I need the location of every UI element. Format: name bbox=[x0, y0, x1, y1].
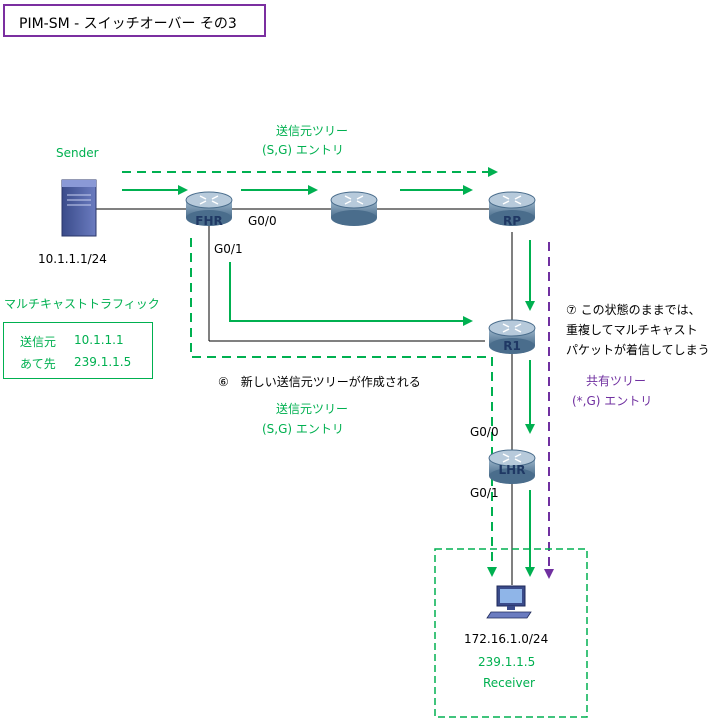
router-label-r1: R1 bbox=[503, 339, 521, 353]
lhr-g01-label: G0/1 bbox=[470, 486, 499, 500]
state-note-line3: パケットが着信してしまう bbox=[566, 343, 710, 357]
new-tree-note: ⑥ 新しい送信元ツリーが作成される bbox=[218, 375, 421, 389]
sender-ip: 10.1.1.1/24 bbox=[38, 252, 107, 266]
fhr-g00-label: G0/0 bbox=[248, 214, 277, 228]
src-label: 送信元 bbox=[20, 335, 57, 349]
router-label-fhr: FHR bbox=[195, 214, 223, 228]
receiver-group: 239.1.1.5 bbox=[478, 655, 536, 669]
lhr-g00-label: G0/0 bbox=[470, 425, 499, 439]
src-value: 10.1.1.1 bbox=[74, 333, 124, 347]
state-note-line1: ⑦ この状態のままでは、 bbox=[566, 303, 701, 317]
new-path-arrow bbox=[229, 262, 473, 326]
router-icon-middle bbox=[330, 191, 378, 226]
fhr-g01-label: G0/1 bbox=[214, 242, 243, 256]
traffic-arrows-top bbox=[122, 185, 535, 577]
receiver-box bbox=[434, 548, 588, 718]
source-tree-bottom-line1: 送信元ツリー bbox=[276, 402, 349, 416]
router-label-lhr: LHR bbox=[498, 463, 526, 477]
multicast-traffic-heading: マルチキャストトラフィック bbox=[4, 297, 160, 311]
shared-tree-line2: (*,G) エントリ bbox=[572, 394, 653, 408]
router-icon-r1 bbox=[488, 319, 536, 354]
dst-label: あて先 bbox=[20, 357, 56, 371]
title-box: PIM-SM - スイッチオーバー その3 bbox=[3, 4, 266, 37]
router-label-rp: RP bbox=[502, 214, 522, 228]
physical-links bbox=[96, 208, 513, 585]
router-icon-lhr bbox=[488, 449, 536, 484]
receiver-label: Receiver bbox=[483, 676, 535, 690]
shared-tree-line1: 共有ツリー bbox=[586, 374, 647, 388]
pc-icon bbox=[486, 585, 532, 619]
dst-value: 239.1.1.5 bbox=[74, 355, 132, 369]
source-tree-top-line1: 送信元ツリー bbox=[276, 124, 349, 138]
router-icon-fhr bbox=[185, 191, 233, 226]
source-tree-top-line2: (S,G) エントリ bbox=[262, 143, 344, 157]
multicast-traffic-box: 送信元 10.1.1.1 あて先 239.1.1.5 bbox=[3, 322, 153, 379]
state-note-line2: 重複してマルチキャスト bbox=[566, 323, 698, 337]
page-title: PIM-SM - スイッチオーバー その3 bbox=[19, 16, 237, 32]
server-icon bbox=[61, 179, 97, 237]
router-icon-rp bbox=[488, 191, 536, 226]
source-tree-bottom-line2: (S,G) エントリ bbox=[262, 422, 344, 436]
receiver-network: 172.16.1.0/24 bbox=[464, 632, 549, 646]
sender-label: Sender bbox=[56, 146, 99, 160]
